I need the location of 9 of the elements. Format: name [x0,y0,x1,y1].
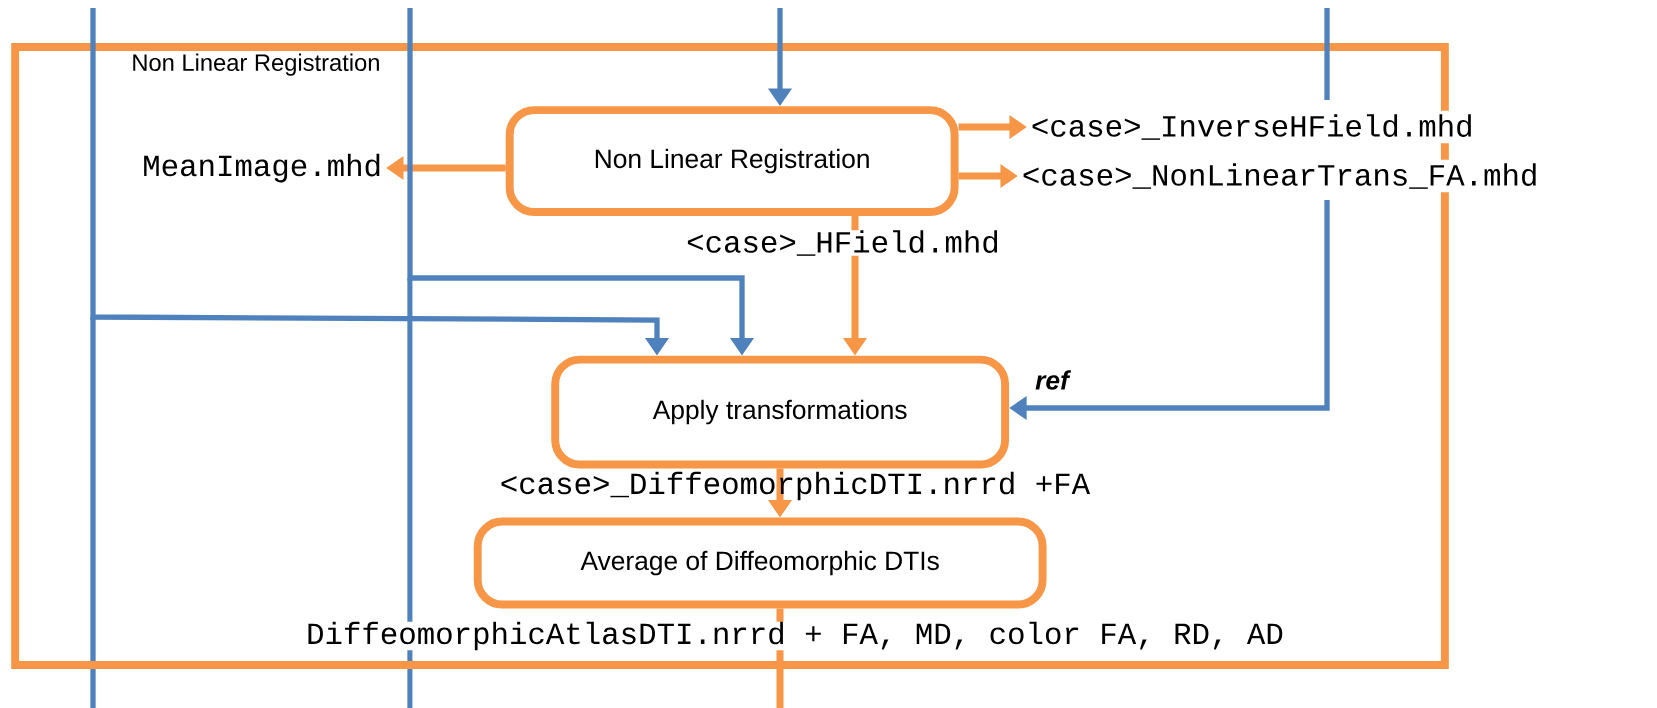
process-box: Non Linear Registration [505,106,959,216]
process-box: Average of Diffeomorphic DTIs [473,517,1047,609]
process-box: Apply transformations [551,355,1010,469]
file-name: <case>_NonLinearTrans_FA.mhd [1018,159,1542,193]
file-name: MeanImage.mhd [138,150,386,186]
edge-label: DiffeomorphicAtlasDTI.nrrd + FA, MD, color FA, RD, AD [306,621,1284,651]
edge-label: ref [1035,370,1072,390]
edge-label: <case>_HField.mhd [686,230,1000,256]
file-name: <case>_InverseHField.mhd [1027,110,1478,144]
